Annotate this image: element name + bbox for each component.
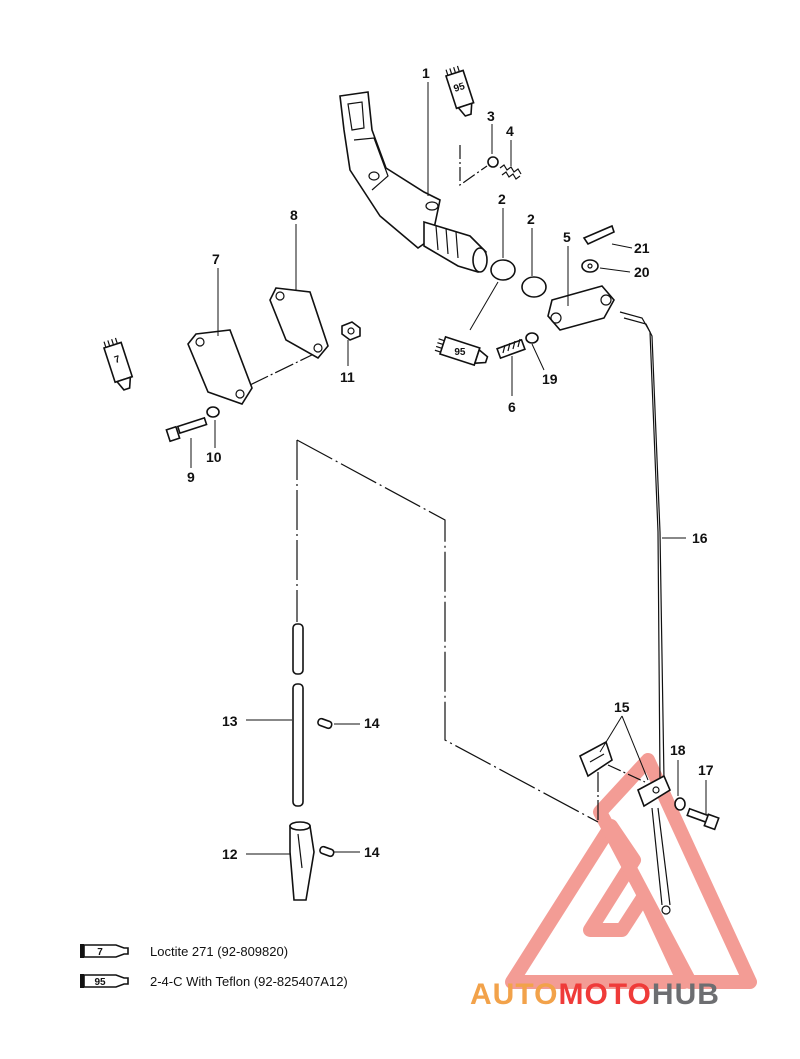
- rod-clip-b: [637, 774, 672, 808]
- callout-16: 16: [692, 530, 708, 546]
- callout-15: 15: [614, 699, 630, 715]
- watermark-text: AUTOMOTOHUB: [470, 978, 720, 1011]
- shift-link-part: [547, 285, 615, 331]
- screw-part-6: [496, 338, 526, 360]
- callout-18: 18: [670, 742, 686, 758]
- callout-9: 9: [187, 469, 195, 485]
- tube-code-label: 7: [113, 354, 122, 366]
- legend-code-7: 7: [97, 947, 103, 958]
- callout-19: 19: [542, 371, 558, 387]
- lock-washer-19: [525, 332, 539, 344]
- detent-spring: [499, 164, 522, 180]
- roll-pin-b: [319, 845, 335, 858]
- shift-rod-long: [619, 311, 671, 915]
- callout-labels: 1 2 2 3 4 5 6 7 8 9 10 11 12 13 14 14 15…: [187, 65, 714, 862]
- callout-1: 1: [422, 65, 430, 81]
- bolt-part-17: [686, 807, 720, 831]
- cotter-pin: [582, 224, 615, 246]
- callout-17: 17: [698, 762, 714, 778]
- watermark-part-hub: HUB: [652, 978, 720, 1011]
- legend-item-teflon: 95 2-4-C With Teflon (92-825407A12): [80, 974, 348, 989]
- legend-text-teflon: 2-4-C With Teflon (92-825407A12): [150, 974, 348, 989]
- legend-item-loctite: 7 Loctite 271 (92-809820): [80, 944, 288, 959]
- legend-code-95: 95: [94, 977, 106, 988]
- callout-3: 3: [487, 108, 495, 124]
- callout-14: 14: [364, 844, 380, 860]
- callout-20: 20: [634, 264, 650, 280]
- rod-clip-a: [578, 740, 613, 778]
- washer-part-18: [674, 797, 686, 811]
- leader-lines: [190, 82, 707, 855]
- o-ring-b: [521, 276, 547, 298]
- hex-nut: [341, 321, 361, 341]
- roll-pin-a: [317, 717, 333, 730]
- callout-2: 2: [498, 191, 506, 207]
- callout-21: 21: [634, 240, 650, 256]
- gasket-part: [187, 329, 253, 405]
- detent-ball: [487, 156, 499, 168]
- callout-8: 8: [290, 207, 298, 223]
- teflon-tube-icon-top: 95: [444, 65, 475, 117]
- o-ring-a: [490, 259, 516, 281]
- tube-code-label: 95: [452, 81, 466, 95]
- legend-text-loctite: Loctite 271 (92-809820): [150, 944, 288, 959]
- callout-4: 4: [506, 123, 514, 139]
- callout-2: 2: [527, 211, 535, 227]
- washer-part-10: [206, 406, 220, 418]
- callout-10: 10: [206, 449, 222, 465]
- watermark-logo: [505, 753, 757, 989]
- tube-code-label: 95: [454, 347, 466, 358]
- shift-coupler-tube: [289, 821, 315, 901]
- callout-13: 13: [222, 713, 238, 729]
- cover-plate-part: [269, 287, 329, 360]
- teflon-tube-icon-mid: 95: [434, 335, 489, 367]
- callout-11: 11: [340, 369, 355, 385]
- shift-rod-upper: [292, 623, 304, 807]
- callout-12: 12: [222, 846, 238, 862]
- callout-7: 7: [212, 251, 220, 267]
- watermark-part-auto: AUTO: [470, 978, 558, 1011]
- bolt-part-9: [165, 416, 208, 443]
- callout-6: 6: [508, 399, 516, 415]
- legend: 7 Loctite 271 (92-809820) 95 2-4-C With …: [80, 944, 348, 989]
- callout-14: 14: [364, 715, 380, 731]
- flat-washer: [581, 259, 599, 273]
- shift-lever-part: [339, 91, 488, 273]
- assembly-dash-lines: [249, 145, 646, 823]
- callout-5: 5: [563, 229, 571, 245]
- watermark-part-moto: MOTO: [558, 978, 651, 1011]
- loctite-tube-icon: 7: [102, 337, 134, 391]
